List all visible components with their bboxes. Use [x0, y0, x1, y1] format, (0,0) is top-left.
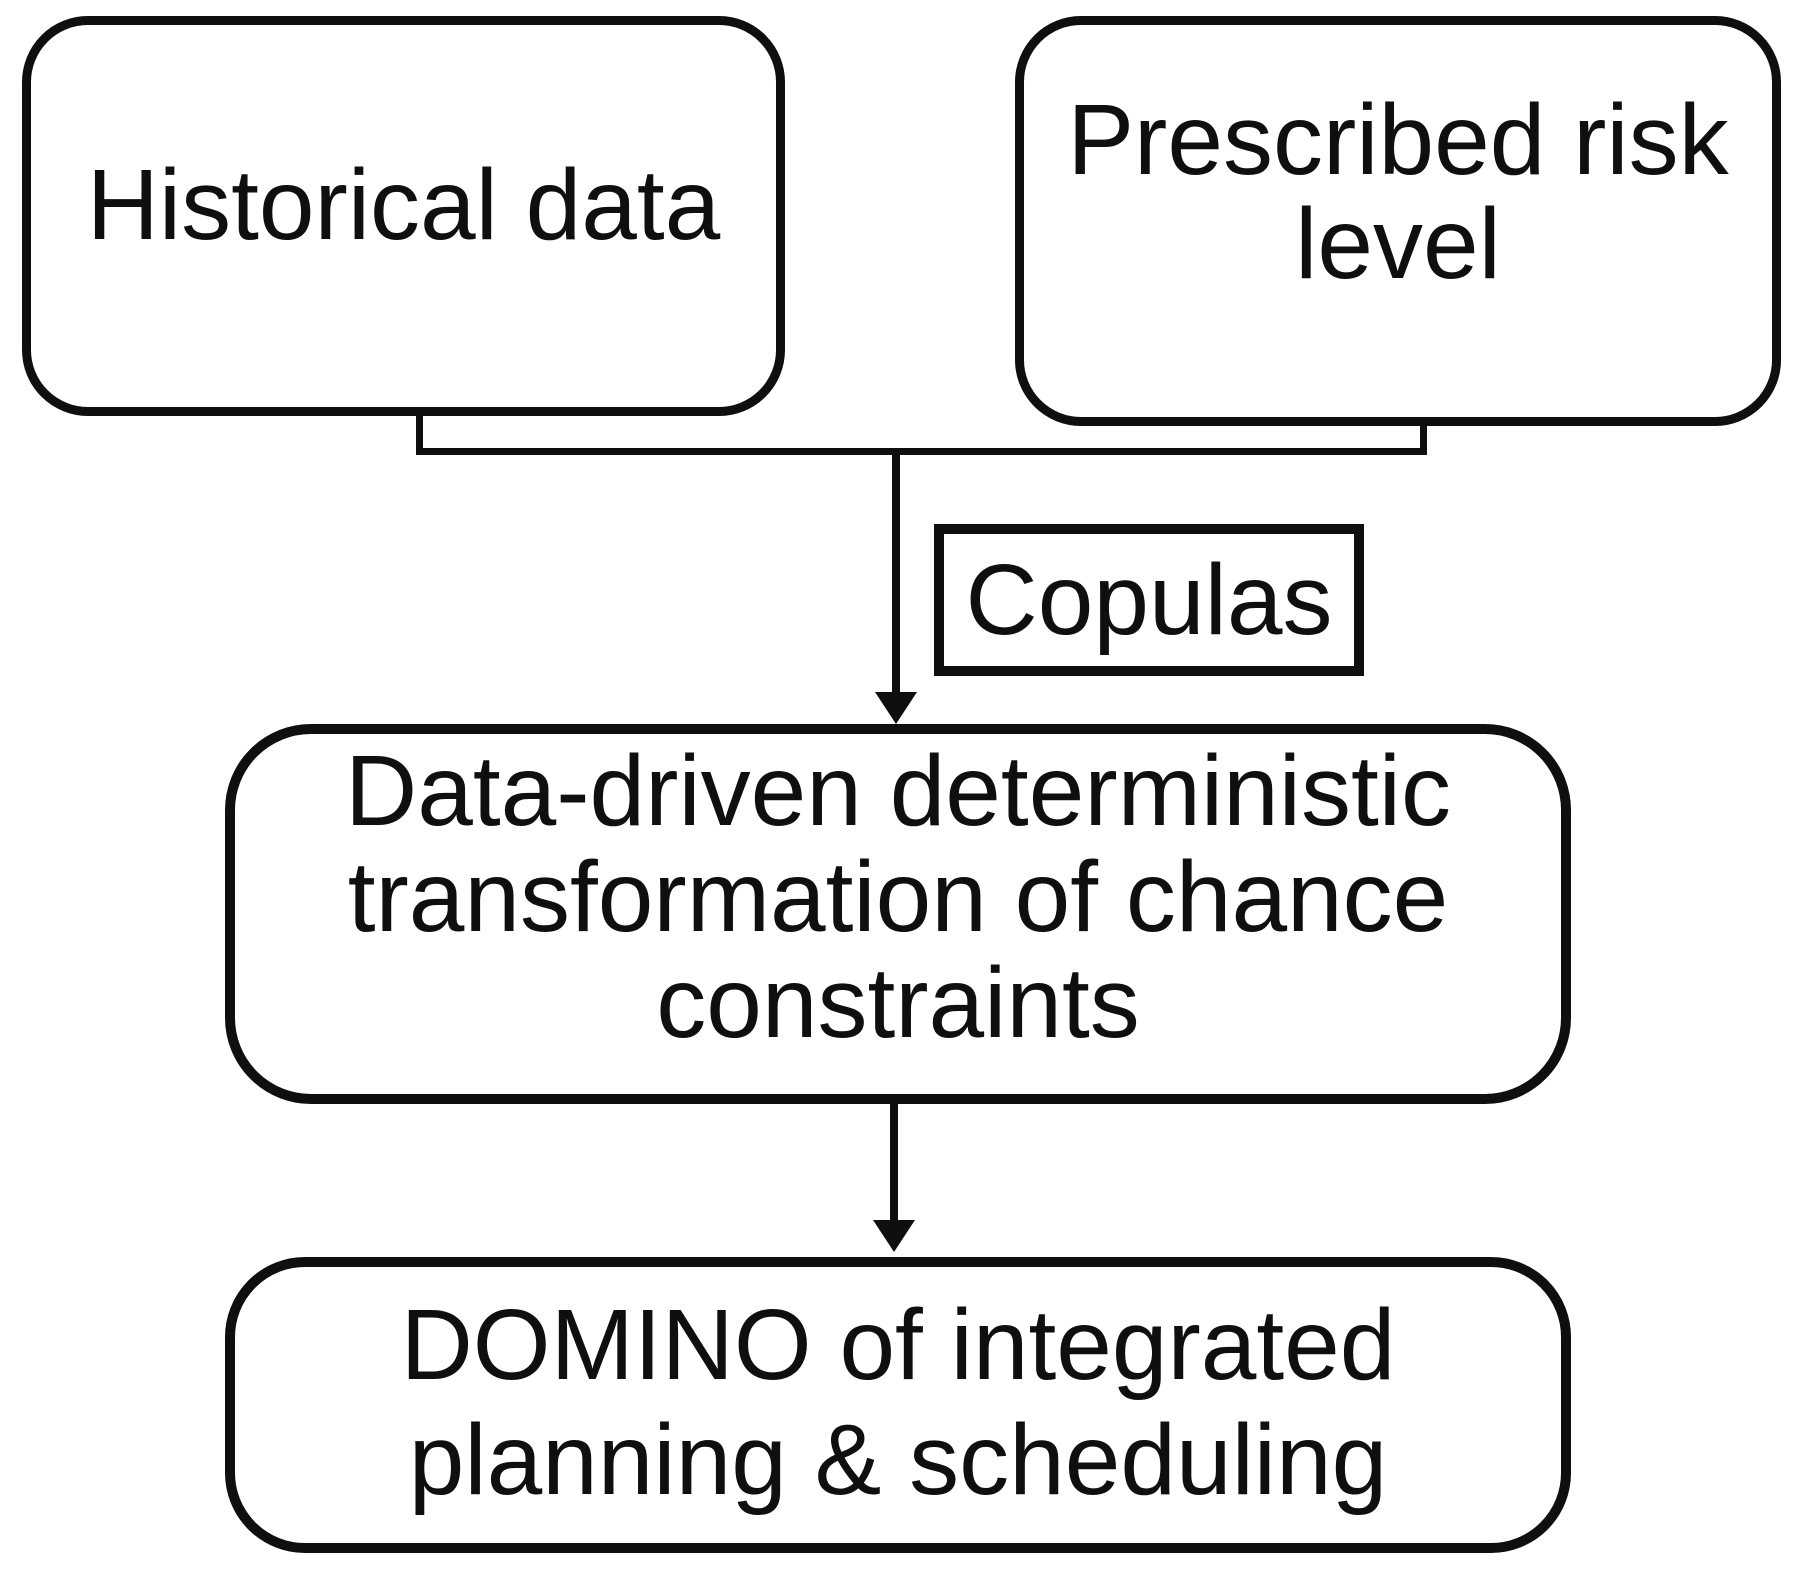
- node-prescribed-risk-level-label-line1: Prescribed risk: [1067, 84, 1729, 196]
- node-domino-label-line2: planning & scheduling: [408, 1404, 1388, 1516]
- node-historical-data: Historical data: [22, 16, 785, 416]
- node-prescribed-risk-level: Prescribed risk level: [1015, 16, 1781, 426]
- node-domino-planning-scheduling: DOMINO of integrated planning & scheduli…: [225, 1257, 1571, 1553]
- arrow-to-domino-head-icon: [873, 1220, 915, 1252]
- node-transform-label-line1: Data-driven deterministic: [345, 735, 1451, 847]
- node-data-driven-transformation: Data-driven deterministic transformation…: [225, 724, 1571, 1104]
- arrow-to-transform-line: [892, 453, 900, 693]
- arrow-to-transform-head-icon: [875, 692, 917, 724]
- node-domino-label-line1: DOMINO of integrated: [400, 1289, 1396, 1401]
- node-copulas-label: Copulas: [965, 544, 1333, 656]
- node-copulas: Copulas: [934, 524, 1364, 676]
- connector-left-stub: [416, 410, 423, 455]
- node-transform-label-line2: transformation of chance: [347, 841, 1449, 953]
- arrow-to-domino-line: [890, 1102, 898, 1220]
- node-transform-label-line3: constraints: [656, 947, 1140, 1059]
- node-historical-data-label: Historical data: [86, 149, 721, 261]
- connector-merge-bracket: [416, 448, 1427, 455]
- connector-right-stub: [1420, 420, 1427, 455]
- node-prescribed-risk-level-label-line2: level: [1295, 188, 1501, 300]
